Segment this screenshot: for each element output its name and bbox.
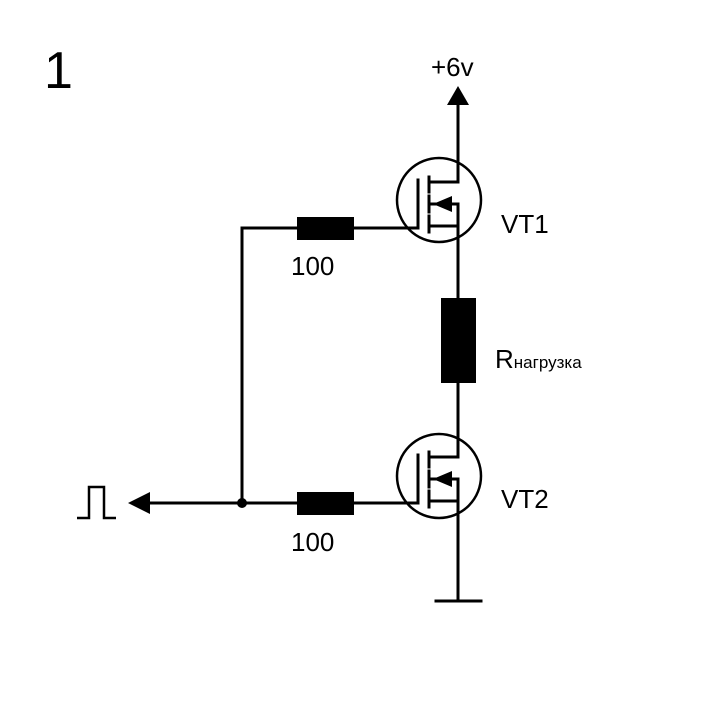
gate-drive-wire	[240, 226, 299, 505]
square-pulse-icon	[77, 485, 116, 520]
gate-resistor-bottom	[297, 492, 354, 515]
supply-label: +6v	[431, 52, 474, 82]
vt1-label: VT1	[501, 209, 549, 239]
gate-resistor-bottom-label: 100	[291, 527, 334, 557]
load-label: Rнагрузка	[495, 344, 582, 374]
figure-number: 1	[44, 42, 73, 100]
input-arrow	[128, 492, 150, 514]
gate-resistor-top	[297, 217, 354, 240]
vt2-label: VT2	[501, 484, 549, 514]
load-label-subscript: нагрузка	[514, 353, 582, 372]
load-resistor	[441, 298, 476, 383]
gate-resistor-top-label: 100	[291, 251, 334, 281]
junction-dot	[237, 498, 247, 508]
vt2-transistor	[351, 432, 483, 603]
load-label-main: R	[495, 344, 514, 374]
vt1-transistor	[351, 156, 483, 300]
supply-arrow	[447, 86, 469, 164]
